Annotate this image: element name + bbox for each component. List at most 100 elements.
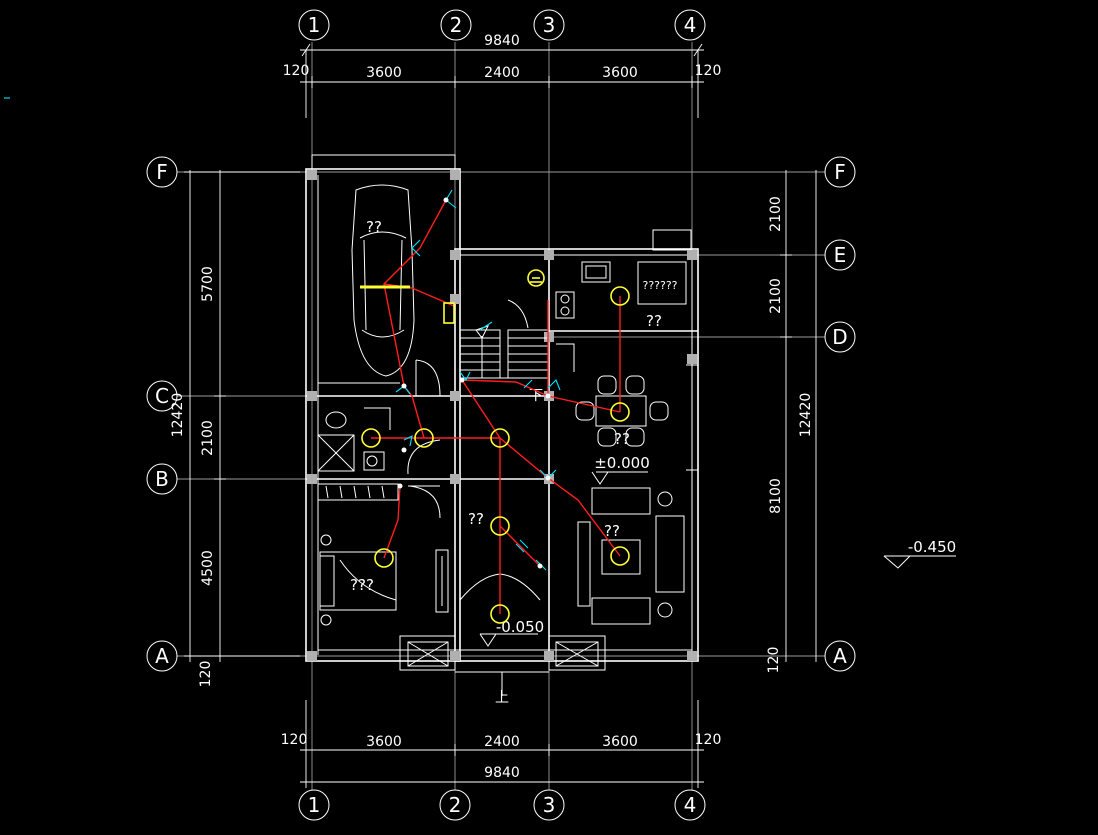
fridge-icon <box>637 261 687 305</box>
axis-bubble-bottom-4 <box>674 789 706 821</box>
dining-set: ?? <box>575 375 669 448</box>
column <box>307 474 317 484</box>
exhaust-fan-icon <box>527 269 545 287</box>
shower-icon <box>317 434 355 472</box>
column <box>687 354 697 364</box>
doors <box>407 343 575 601</box>
axis-label-right-F: F <box>834 160 846 184</box>
dining-table-label: ?? <box>614 430 630 448</box>
dim-bay-top-1: 3600 <box>366 65 402 81</box>
column <box>544 332 554 342</box>
garage-label: ?? <box>366 218 382 236</box>
column <box>544 651 554 661</box>
axis-label-bottom-1: 1 <box>308 793 321 817</box>
dim-left-bay-3: 4500 <box>200 550 216 586</box>
nightstand-icon <box>320 614 332 626</box>
switch-icon <box>459 371 471 382</box>
lamp-icon <box>610 402 630 422</box>
lamp-icon <box>490 604 510 624</box>
elevation-main: ±0.000 <box>594 454 650 472</box>
elevation-entrance: -0.050 <box>496 618 544 636</box>
column <box>544 250 554 260</box>
axis-bubble-right-F <box>824 156 856 188</box>
axis-bubbles: 1 2 3 4 1 2 3 4 F C B A F E D A <box>146 9 856 821</box>
sofa-top <box>591 487 651 515</box>
dim-left-total: 12420 <box>170 393 186 438</box>
toilet-icon <box>325 411 347 429</box>
elevation-outside: -0.450 <box>908 538 956 556</box>
axis-label-right-A: A <box>833 644 847 668</box>
column <box>450 250 460 260</box>
dim-left-bay-1: 5700 <box>200 266 216 302</box>
dim-right-bay-3: 8100 <box>768 478 784 514</box>
axis-bubble-top-1 <box>298 9 330 41</box>
walls <box>305 154 699 673</box>
dim-right-offset: 120 <box>766 647 782 674</box>
column <box>307 391 317 401</box>
lamp-icon <box>490 516 510 536</box>
sofa-side <box>655 515 685 593</box>
axis-bubble-right-E <box>824 239 856 271</box>
kitchen-fixtures: ?????? ?? <box>555 261 687 330</box>
dim-right-bay-2: 2100 <box>768 278 784 314</box>
dim-offset-bottom-left: 120 <box>281 732 308 748</box>
axis-label-top-1: 1 <box>308 13 321 37</box>
junction-points <box>397 197 551 569</box>
axis-bubble-right-D <box>824 321 856 353</box>
kitchen-label: ?????? <box>642 279 677 292</box>
axis-label-bottom-2: 2 <box>449 793 462 817</box>
wardrobe <box>317 483 399 501</box>
lamp-icon <box>490 428 510 448</box>
switch-icon <box>523 379 561 391</box>
dim-right-bay-1: 2100 <box>768 196 784 232</box>
living-room-label: ?? <box>604 522 620 540</box>
tv-cabinet <box>577 521 591 607</box>
axis-bubble-left-C <box>146 380 178 412</box>
column <box>450 474 460 484</box>
lamp-icon <box>361 428 381 448</box>
column <box>450 651 460 661</box>
stove-icon <box>555 291 575 319</box>
axis-label-left-B: B <box>155 467 169 491</box>
dim-left-bay-2: 2100 <box>200 420 216 456</box>
axis-label-bottom-3: 3 <box>543 793 556 817</box>
axis-label-top-3: 3 <box>543 13 556 37</box>
lamp-icon <box>414 428 434 448</box>
axis-bubble-top-3 <box>533 9 565 41</box>
axis-label-right-D: D <box>832 325 847 349</box>
dim-bay-bottom-3: 3600 <box>602 734 638 750</box>
column <box>450 294 460 304</box>
axis-grid <box>177 42 825 790</box>
washbasin-icon <box>363 451 385 471</box>
bathroom <box>317 407 391 472</box>
switch-icon <box>403 435 413 447</box>
switches <box>4 97 561 571</box>
dim-bay-top-3: 3600 <box>602 65 638 81</box>
column <box>450 391 460 401</box>
switch-icon <box>479 321 493 331</box>
dim-bay-top-2: 2400 <box>484 65 520 81</box>
distribution-box <box>443 302 455 324</box>
axis-bubble-top-2 <box>440 9 472 41</box>
axis-label-top-4: 4 <box>684 13 697 37</box>
bedroom: ??? <box>317 483 399 626</box>
entrance-up-label: 上 <box>495 690 509 706</box>
axis-bubble-left-F <box>146 156 178 188</box>
dimensions-bottom: 120 3600 2400 3600 120 9840 <box>281 700 722 788</box>
entrance-elevation: -0.050 上 <box>479 618 544 706</box>
lamps <box>360 269 630 624</box>
bedroom-label: ??? <box>350 576 374 594</box>
dining-room-label: ?? <box>646 312 662 330</box>
dim-offset-bottom-right: 120 <box>695 732 722 748</box>
dining-table <box>595 395 647 427</box>
lamp-icon <box>610 546 630 566</box>
dim-bay-bottom-2: 2400 <box>484 734 520 750</box>
dim-offset-top-left: 120 <box>283 63 310 79</box>
axis-label-right-E: E <box>834 243 847 267</box>
axis-label-left-A: A <box>155 644 169 668</box>
dim-left-offset: 120 <box>198 661 214 688</box>
column <box>307 651 317 661</box>
axis-bubble-bottom-1 <box>298 789 330 821</box>
column <box>687 250 697 260</box>
dim-total-width-bottom: 9840 <box>484 765 520 781</box>
